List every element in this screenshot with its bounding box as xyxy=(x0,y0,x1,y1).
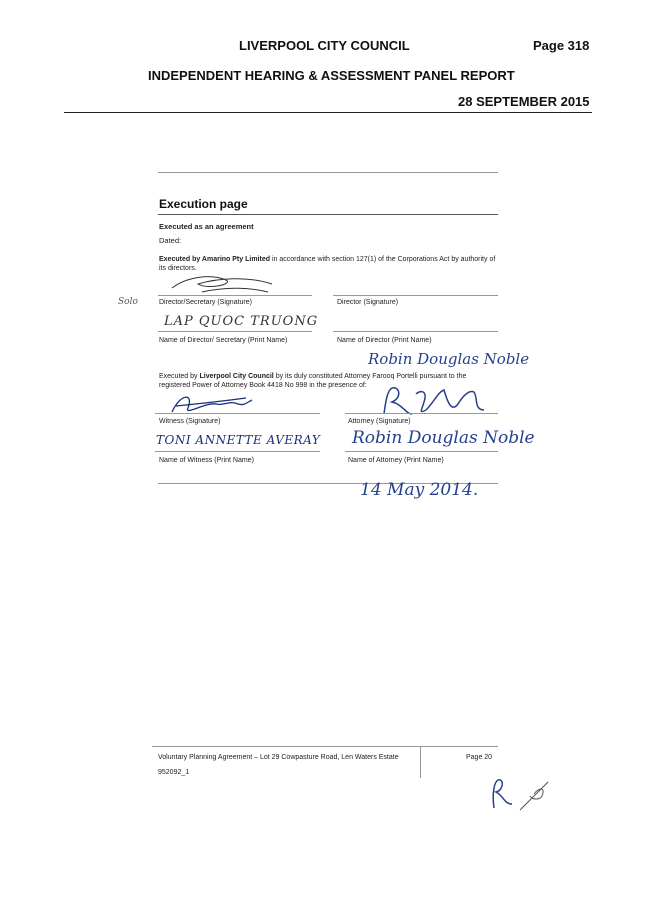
footer-ref: 952092_1 xyxy=(158,769,190,776)
attorney-sig-line xyxy=(345,413,498,414)
council-text: by its duly constituted Attorney Farooq … xyxy=(159,373,467,389)
amarino-bold: Executed by Amarino Pty Limited xyxy=(159,256,270,263)
witness-signature xyxy=(171,396,253,413)
amarino-text: in accordance with section 127(1) of the… xyxy=(159,256,496,272)
witness-name-label: Name of Witness (Print Name) xyxy=(159,457,254,464)
director-sig-label: Director (Signature) xyxy=(337,299,399,306)
amarino-clause: Executed by Amarino Pty Limited in accor… xyxy=(159,255,499,273)
director-name-line xyxy=(333,331,498,332)
attorney-signature xyxy=(383,387,485,415)
execution-page-title: Execution page xyxy=(159,197,248,211)
footer-divider xyxy=(420,746,421,778)
director-name-label: Name of Director (Print Name) xyxy=(337,337,432,344)
witness-sig-line xyxy=(155,413,320,414)
attorney-name-handwritten-top: Robin Douglas Noble xyxy=(368,350,530,368)
footer-rule xyxy=(152,746,498,747)
director-secretary-sig-label: Director/Secretary (Signature) xyxy=(159,299,252,306)
footer-page: Page 20 xyxy=(466,754,493,761)
director-secretary-name-line xyxy=(158,331,312,332)
title-rule xyxy=(158,214,498,215)
initials-signature xyxy=(492,779,549,811)
director-secretary-signature xyxy=(171,276,273,293)
bottom-rule xyxy=(158,483,498,484)
executed-as-agreement: Executed as an agreement xyxy=(159,222,254,231)
council-pre: Executed by xyxy=(159,373,200,380)
header-divider xyxy=(64,112,592,113)
report-date: 28 SEPTEMBER 2015 xyxy=(458,94,590,109)
attorney-sig-label: Attorney (Signature) xyxy=(348,418,411,425)
witness-name-line xyxy=(155,451,320,452)
attorney-name-line xyxy=(345,451,498,452)
director-secretary-name-label: Name of Director/ Secretary (Print Name) xyxy=(159,337,288,344)
council-bold: Liverpool City Council xyxy=(199,373,274,380)
director-secretary-sig-line xyxy=(158,295,312,296)
director-sig-line xyxy=(333,295,498,296)
handwritten-date: 14 May 2014. xyxy=(360,480,479,500)
dated-label: Dated: xyxy=(159,236,182,245)
footer-title: Voluntary Planning Agreement – Lot 29 Co… xyxy=(158,754,399,761)
attorney-printed-name: Robin Douglas Noble xyxy=(352,428,535,448)
report-title: INDEPENDENT HEARING & ASSESSMENT PANEL R… xyxy=(148,68,515,83)
page-number: Page 318 xyxy=(533,38,590,53)
witness-printed-name: TONI ANNETTE AVERAY xyxy=(156,433,321,447)
top-rule xyxy=(158,172,498,173)
witness-sig-label: Witness (Signature) xyxy=(159,418,221,425)
attorney-name-label: Name of Attorney (Print Name) xyxy=(348,457,444,464)
council-clause: Executed by Liverpool City Council by it… xyxy=(159,372,499,390)
council-name: LIVERPOOL CITY COUNCIL xyxy=(239,38,410,53)
margin-note: Solo xyxy=(118,297,138,307)
director-printed-name: LAP QUOC TRUONG xyxy=(164,314,319,329)
